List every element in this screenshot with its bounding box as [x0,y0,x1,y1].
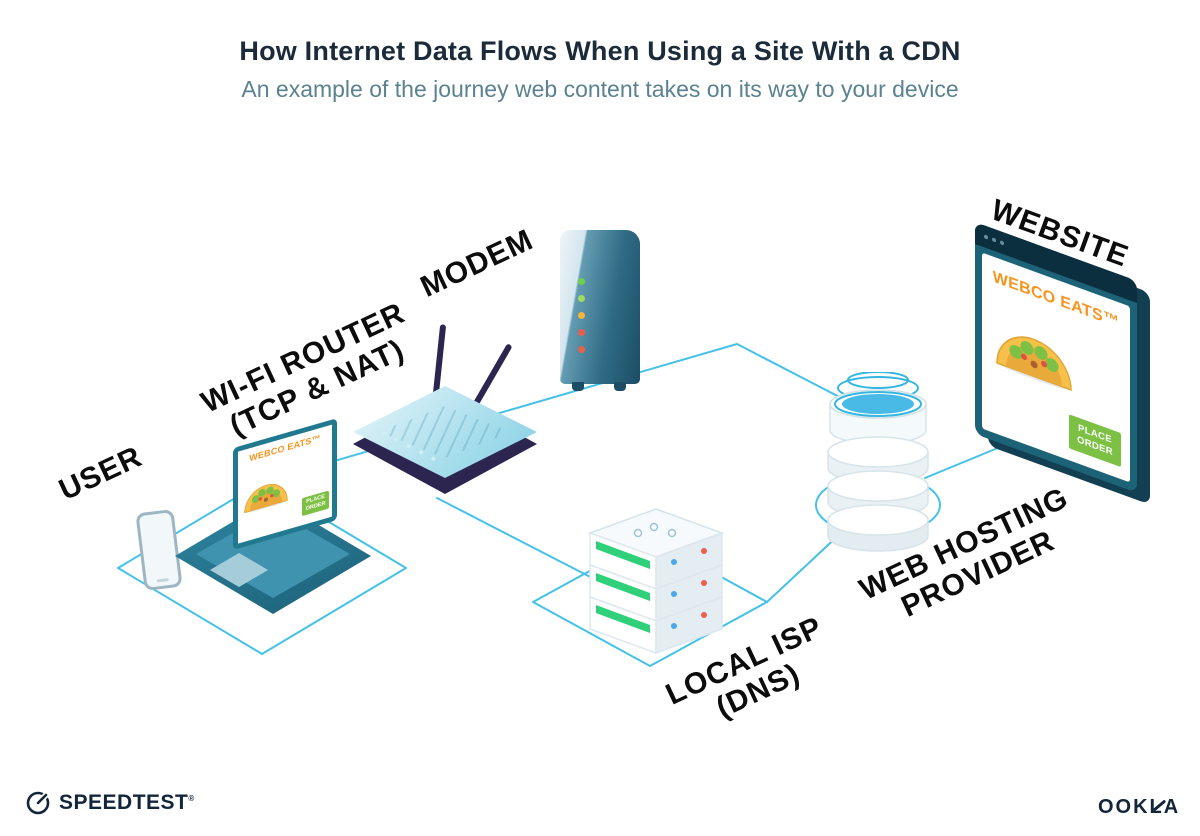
ookla-wordmark: OOKLA [1098,796,1180,819]
user-platform-path [117,481,407,655]
modem-body [560,230,640,384]
taco-icon [244,478,288,515]
server-stack-icon [587,508,725,655]
modem-foot [614,382,626,391]
local-isp-server-device [576,505,736,665]
window-dot-icon [992,237,996,243]
speedtest-gauge-icon [26,791,50,815]
page-title: How Internet Data Flows When Using a Sit… [239,36,961,66]
speedtest-wordmark-text: SPEEDTEST [59,791,189,814]
website-device: WEBCO EATS™ PLACE ORDER [975,222,1185,522]
place-order-button: PLACE ORDER [1069,414,1121,468]
taco-icon [996,325,1072,394]
web-hosting-device [816,371,941,552]
wifi-router-device [345,324,555,513]
laptop-place-order-button: PLACE ORDER [302,490,329,517]
hosting-website-path [924,444,1006,479]
speedtest-logo: SPEEDTEST® [25,790,195,816]
speedtest-reg-mark: ® [188,794,195,803]
window-dot-icon [1000,240,1004,246]
ookla-wordmark-text: OOKLA [1098,796,1181,818]
isp-hosting-path [766,531,843,603]
modem-status-leds [578,278,585,353]
user-laptop-device: WEBCO EATS™ PLACE ORDER [118,418,428,670]
router-isp-path [436,497,605,585]
ookla-logo: OOKLA [1098,796,1180,819]
database-cylinder-icon [827,371,929,552]
modem-foot [572,382,584,391]
header: How Internet Data Flows When Using a Sit… [0,36,1200,103]
speedtest-wordmark: SPEEDTEST® [59,791,195,815]
smartphone-icon [135,508,183,592]
window-dot-icon [984,234,988,240]
modem-device [556,226,671,401]
page-subtitle: An example of the journey web content ta… [241,76,959,102]
